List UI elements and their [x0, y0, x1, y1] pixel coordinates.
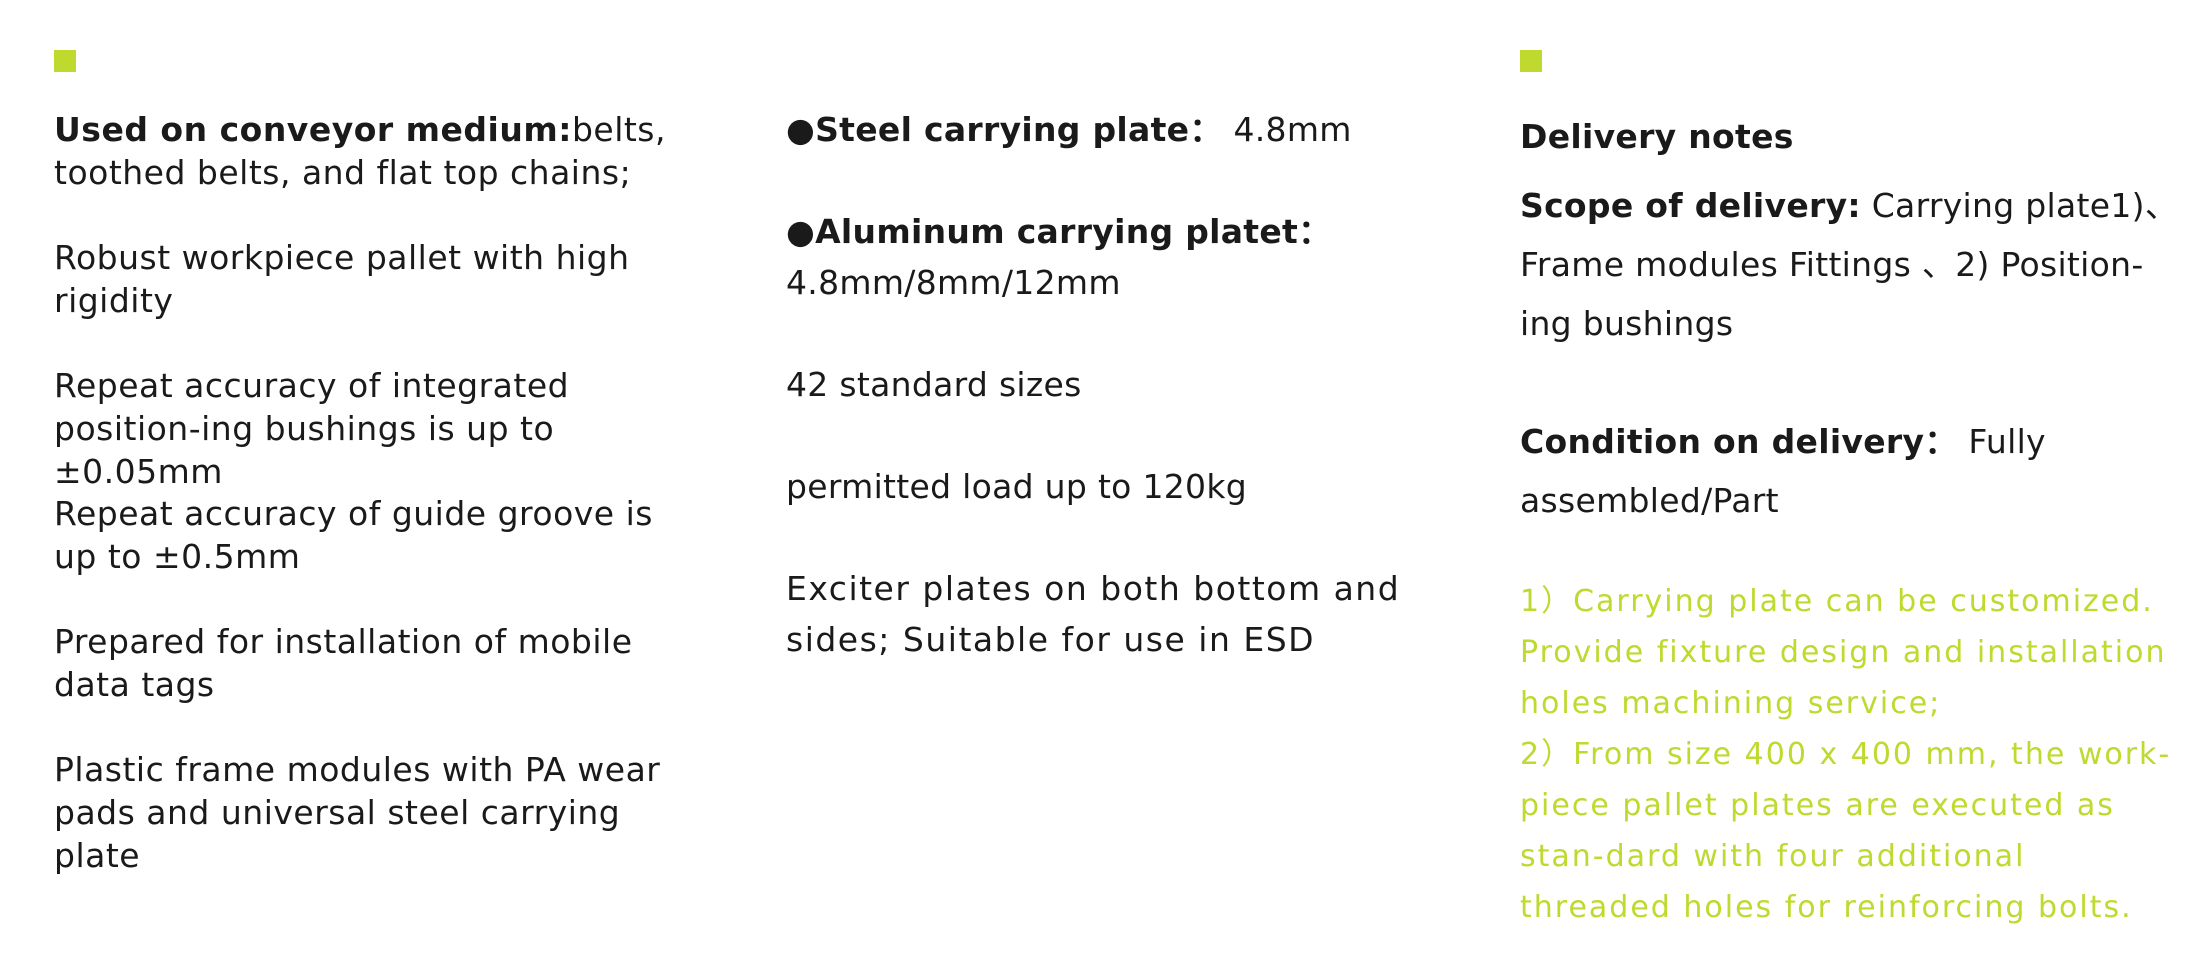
- standard-sizes-text: 42 standard sizes: [786, 365, 1082, 404]
- aluminum-plate-label: ●Aluminum carrying platet：: [786, 212, 1332, 251]
- condition-on-delivery-label: Condition on delivery：: [1520, 422, 1958, 461]
- rigidity-paragraph: Robust workpiece pallet with high rigidi…: [54, 238, 630, 320]
- accent-square-icon: [54, 50, 76, 72]
- steel-plate-value: 4.8mm: [1222, 110, 1352, 149]
- aluminum-plate-spec: ●Aluminum carrying platet： 4.8mm/8mm/12mm: [786, 206, 1466, 308]
- conveyor-medium-paragraph: Used on conveyor medium:belts, toothed b…: [54, 108, 704, 194]
- condition-on-delivery-paragraph: Condition on delivery： Fully assembled/P…: [1520, 412, 2180, 530]
- customization-note: 1）Carrying plate can be customized. Prov…: [1520, 584, 2167, 721]
- steel-plate-label: ●Steel carrying plate：: [786, 110, 1223, 149]
- condition-on-delivery-text: Fully assembled/Part: [1520, 422, 2046, 520]
- frame-modules-paragraph: Plastic frame modules with PA wear pads …: [54, 750, 661, 875]
- data-tags-paragraph: Prepared for installation of mobile data…: [54, 622, 633, 704]
- permitted-load-text: permitted load up to 120kg: [786, 467, 1248, 506]
- accent-square-icon: [1520, 50, 1542, 72]
- conveyor-medium-label: Used on conveyor medium:: [54, 110, 572, 149]
- bushing-accuracy-paragraph: Repeat accuracy of integrated position-i…: [54, 366, 570, 491]
- groove-accuracy-paragraph: Repeat accuracy of guide groove is up to…: [54, 494, 653, 576]
- exciter-plates-text: Exciter plates on both bottom and sides;…: [786, 569, 1401, 659]
- threaded-holes-note: 2）From size 400 x 400 mm, the work-piece…: [1520, 737, 2172, 925]
- conveyor-medium-text: belts, toothed belts, and flat top chain…: [54, 110, 666, 192]
- scope-of-delivery-label: Scope of delivery:: [1520, 186, 1861, 225]
- scope-of-delivery-paragraph: Scope of delivery: Carrying plate1)、Fram…: [1520, 176, 2180, 353]
- steel-plate-spec: ●Steel carrying plate： 4.8mm: [786, 104, 1466, 155]
- aluminum-plate-value: 4.8mm/8mm/12mm: [786, 263, 1121, 302]
- scope-of-delivery-text: Carrying plate1)、Frame modules Fittings …: [1520, 186, 2179, 343]
- delivery-notes-heading: Delivery notes: [1520, 117, 1794, 156]
